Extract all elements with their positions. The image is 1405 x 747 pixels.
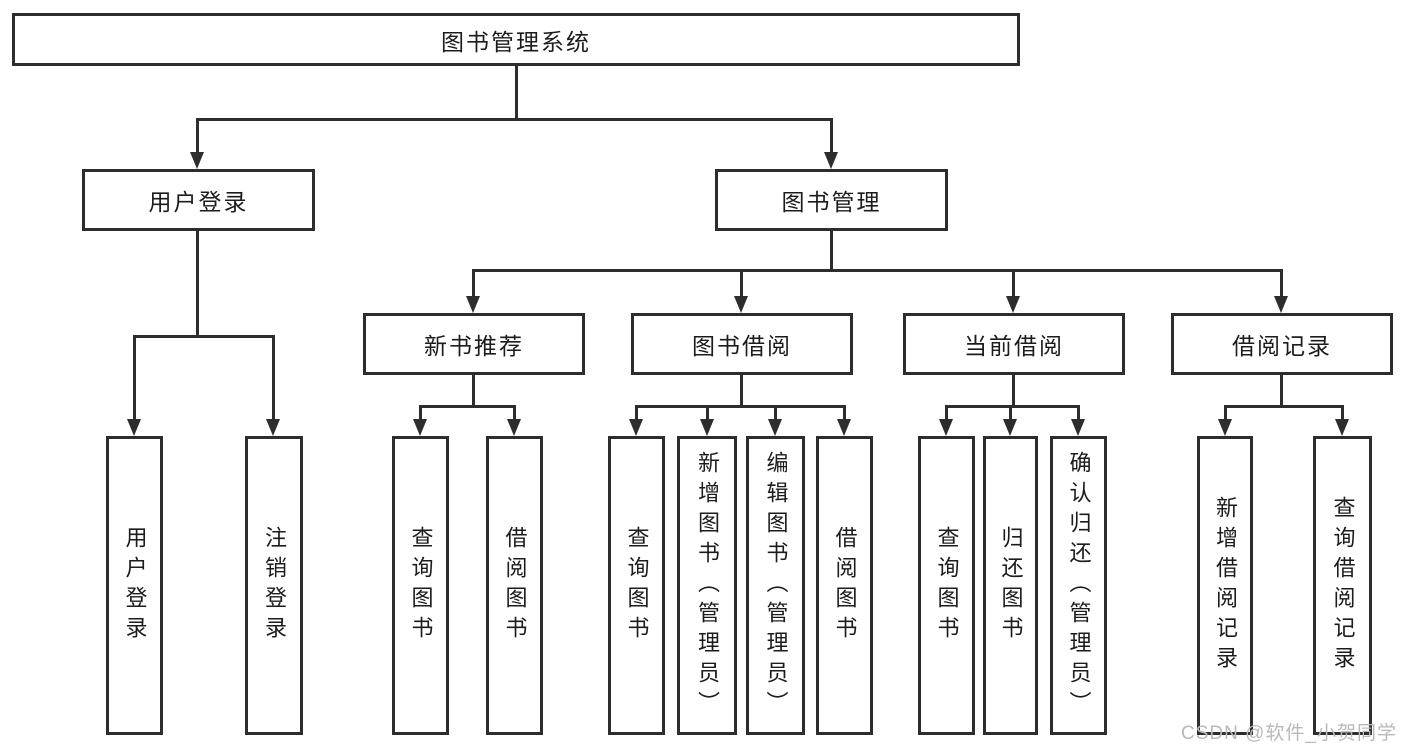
arrowhead-down-icon <box>1274 296 1288 313</box>
node-leaf-logout: 注销登录 <box>245 436 303 735</box>
node-leaf-confirm-return-admin: 确认归还（管理员） <box>1050 436 1107 735</box>
leaf-label: 编辑图书（管理员） <box>763 450 789 721</box>
connector-user-login-stem <box>196 231 199 338</box>
connector-book-mgmt-branch <box>472 269 1283 272</box>
connector-l3-drop <box>472 269 475 298</box>
leaf-label: 新增借阅记录 <box>1213 495 1238 676</box>
connector-l3-drop <box>1012 269 1015 298</box>
node-library-management-system: 图书管理系统 <box>12 13 1020 66</box>
connector-user-login-branch <box>133 335 275 338</box>
leaf-label: 查询图书 <box>934 525 960 646</box>
arrowhead-down-icon <box>466 296 480 313</box>
arrowhead-down-icon <box>768 419 782 436</box>
connector-l3-drop <box>740 269 743 298</box>
leaf-label: 确认归还（管理员） <box>1066 450 1092 721</box>
arrowhead-down-icon <box>1218 419 1232 436</box>
leaf-label: 新增图书（管理员） <box>695 450 720 721</box>
connector-borrow-records-stem <box>1280 375 1283 408</box>
leaf-label: 用户登录 <box>122 525 148 646</box>
node-book-borrow: 图书借阅 <box>631 313 853 375</box>
connector-leaf-drop <box>706 405 709 422</box>
connector-leaf-drop <box>419 405 422 422</box>
connector-book-mgmt-stem <box>830 231 833 272</box>
connector-current-borrow-branch <box>945 405 1079 408</box>
node-leaf-borrow-books: 借阅图书 <box>486 436 543 735</box>
arrowhead-down-icon <box>1006 296 1020 313</box>
connector-leaf-drop <box>1009 405 1012 422</box>
arrowhead-down-icon <box>413 419 427 436</box>
node-book-management: 图书管理 <box>715 169 948 231</box>
connector-leaf-drop <box>635 405 638 422</box>
node-leaf-add-books-admin: 新增图书（管理员） <box>677 436 737 735</box>
leaf-label: 注销登录 <box>262 525 287 646</box>
connector-current-borrow-stem <box>1012 375 1015 408</box>
connector-book-mgmt-drop <box>830 118 833 154</box>
connector-leaf-drop <box>774 405 777 422</box>
connector-l3-drop <box>1280 269 1283 298</box>
node-leaf-return-books: 归还图书 <box>983 436 1038 735</box>
connector-leaf-drop <box>513 405 516 422</box>
connector-user-login-drop <box>196 118 199 154</box>
arrowhead-down-icon <box>127 419 141 436</box>
leaf-label: 借阅图书 <box>502 525 528 646</box>
node-leaf-user-login: 用户登录 <box>106 436 163 735</box>
node-current-borrow: 当前借阅 <box>903 313 1125 375</box>
node-leaf-query-books: 查询图书 <box>608 436 665 735</box>
arrowhead-down-icon <box>837 419 851 436</box>
arrowhead-down-icon <box>507 419 521 436</box>
leaf-label: 借阅图书 <box>832 525 858 646</box>
node-leaf-edit-books-admin: 编辑图书（管理员） <box>746 436 805 735</box>
connector-new-book-branch <box>419 405 516 408</box>
node-new-book-recommend: 新书推荐 <box>363 313 585 375</box>
arrowhead-down-icon <box>939 419 953 436</box>
leaf-label: 归还图书 <box>998 525 1024 646</box>
leaf-label: 查询图书 <box>624 525 650 646</box>
connector-leaf-drop <box>272 335 275 421</box>
arrowhead-down-icon <box>266 419 280 436</box>
arrowhead-down-icon <box>700 419 714 436</box>
connector-root-branch <box>196 118 833 121</box>
connector-leaf-drop <box>1341 405 1344 422</box>
node-leaf-query-books: 查询图书 <box>392 436 449 735</box>
arrowhead-down-icon <box>734 296 748 313</box>
arrowhead-down-icon <box>1071 419 1085 436</box>
arrowhead-down-icon <box>824 152 838 169</box>
node-borrow-records: 借阅记录 <box>1171 313 1393 375</box>
leaf-label: 查询图书 <box>408 525 434 646</box>
connector-book-borrow-stem <box>740 375 743 408</box>
node-leaf-query-books: 查询图书 <box>918 436 975 735</box>
node-leaf-query-borrow-record: 查询借阅记录 <box>1313 436 1372 735</box>
arrowhead-down-icon <box>1335 419 1349 436</box>
connector-root-stem <box>515 64 518 121</box>
node-user-login: 用户登录 <box>82 169 315 231</box>
connector-leaf-drop <box>1077 405 1080 422</box>
connector-leaf-drop <box>843 405 846 422</box>
leaf-label: 查询借阅记录 <box>1330 495 1356 676</box>
arrowhead-down-icon <box>190 152 204 169</box>
connector-new-book-stem <box>472 375 475 408</box>
connector-book-borrow-branch <box>635 405 846 408</box>
connector-leaf-drop <box>945 405 948 422</box>
connector-borrow-records-branch <box>1224 405 1343 408</box>
csdn-watermark: CSDN @软件_小贺同学 <box>1181 723 1397 744</box>
node-leaf-add-borrow-record: 新增借阅记录 <box>1197 436 1253 735</box>
connector-leaf-drop <box>1224 405 1227 422</box>
arrowhead-down-icon <box>1003 419 1017 436</box>
node-leaf-borrow-books: 借阅图书 <box>816 436 873 735</box>
connector-leaf-drop <box>133 335 136 421</box>
arrowhead-down-icon <box>629 419 643 436</box>
